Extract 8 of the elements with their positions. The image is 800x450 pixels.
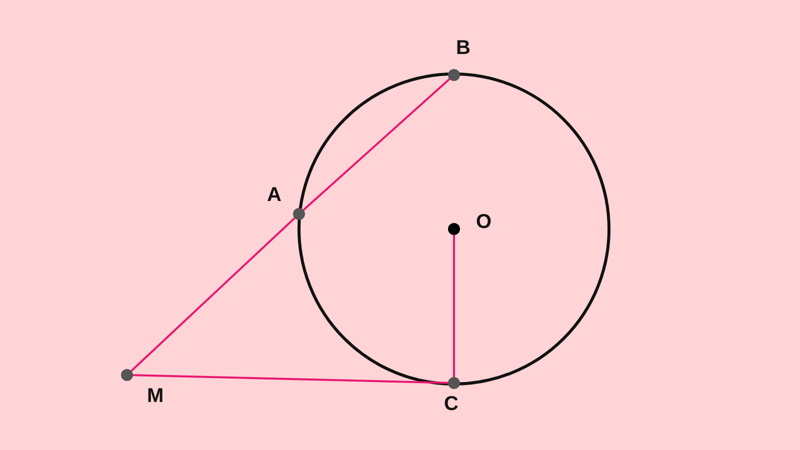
point-label: A bbox=[267, 184, 282, 207]
line-segment bbox=[132, 374, 448, 384]
line-segment bbox=[302, 78, 450, 211]
point-label: M bbox=[147, 385, 165, 408]
point-label: C bbox=[444, 393, 460, 416]
line-segment bbox=[130, 217, 296, 372]
point-label: O bbox=[476, 211, 493, 234]
point-label: B bbox=[456, 37, 472, 60]
